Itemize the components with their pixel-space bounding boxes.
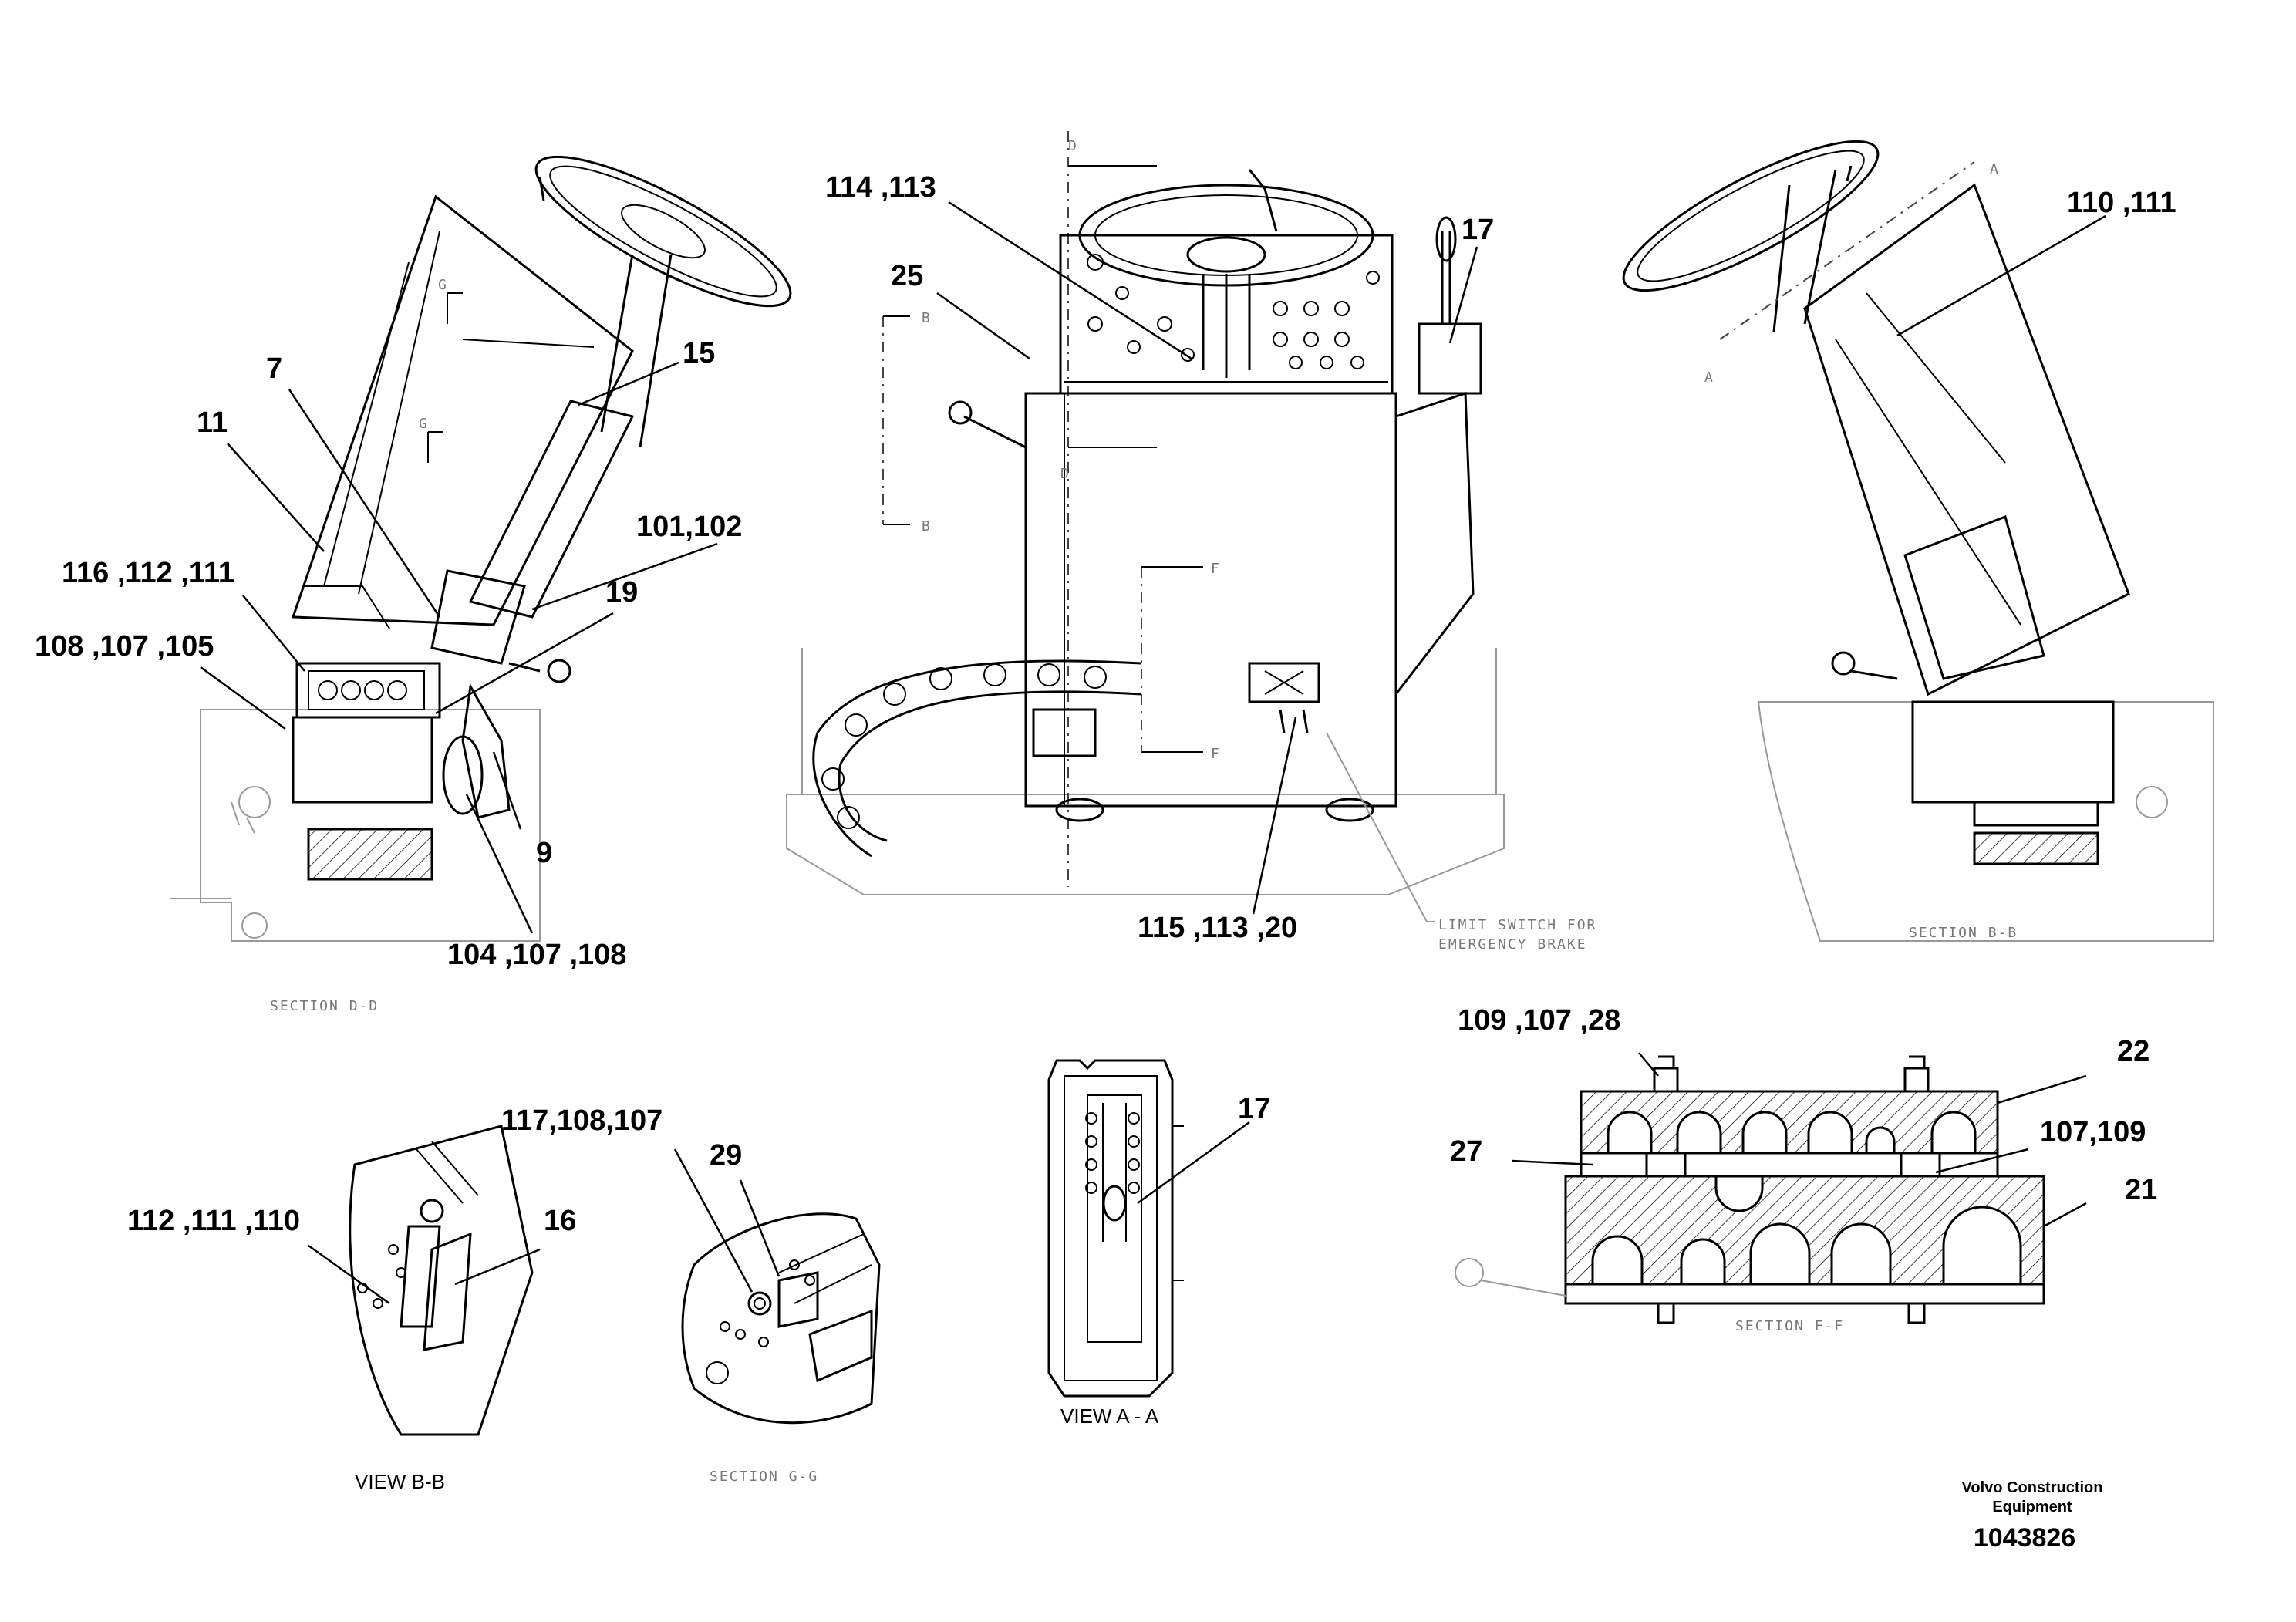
callout-27: 27 (1450, 1135, 1482, 1168)
section-gg-drawing (681, 1212, 881, 1425)
mark-f-bottom: F (1211, 746, 1221, 762)
callout-17-top: 17 (1462, 214, 1494, 246)
callout-114-113: 114 ,113 (825, 171, 936, 204)
section-dd-drawing (170, 155, 792, 942)
callout-16: 16 (544, 1205, 576, 1237)
mark-a-left: A (1704, 369, 1714, 386)
callout-117-108-107: 117,108,107 (501, 1104, 663, 1137)
limit-switch-note: LIMIT SWITCH FOR EMERGENCY BRAKE (1438, 917, 1596, 953)
callout-116-112-111: 116 ,112 ,111 (62, 557, 234, 589)
section-bb-drawing (1622, 140, 2214, 942)
view-titles: SECTION D-D SECTION B-B SECTION G-G SECT… (270, 925, 2018, 1493)
callout-25: 25 (891, 260, 923, 292)
brand-line-2: Equipment (1992, 1499, 2072, 1516)
callout-15: 15 (683, 337, 715, 369)
view-bb-drawing (349, 1125, 534, 1436)
mark-f-top: F (1211, 561, 1221, 577)
callout-29: 29 (710, 1139, 742, 1172)
callout-11: 11 (197, 406, 228, 439)
section-ff-drawing (1455, 1055, 2045, 1324)
note-line-2: EMERGENCY BRAKE (1438, 936, 1587, 953)
leader-lines (200, 201, 2106, 1305)
callout-17-view: 17 (1238, 1093, 1270, 1125)
brand-line-1: Volvo Construction (1962, 1479, 2103, 1496)
mark-a-right: A (1990, 161, 2000, 177)
callout-115-113-20: 115 ,113 ,20 (1138, 912, 1297, 944)
mark-b-top: B (922, 310, 932, 326)
callout-9: 9 (536, 837, 552, 869)
mark-g-top: G (438, 277, 448, 293)
callout-110-111: 110 ,111 (2067, 187, 2176, 219)
mark-g-bottom: G (419, 416, 429, 432)
callout-107-109: 107,109 (2040, 1116, 2146, 1148)
callout-22: 22 (2117, 1035, 2149, 1067)
title-section-gg: SECTION G-G (710, 1469, 818, 1485)
callout-7: 7 (266, 352, 282, 385)
drawing-number: 1043826 (1974, 1523, 2075, 1553)
title-section-dd: SECTION D-D (270, 998, 379, 1014)
view-aa-drawing (1047, 1059, 1184, 1398)
front-view-drawing (786, 131, 1505, 922)
title-view-bb: VIEW B-B (355, 1470, 445, 1493)
callout-21: 21 (2125, 1174, 2157, 1206)
title-block: Volvo Construction Equipment 1043826 (1962, 1479, 2103, 1553)
cable-chain (812, 659, 1142, 858)
section-marks: D D B B F F G G A A (419, 138, 2000, 762)
title-view-aa: VIEW A - A (1060, 1404, 1159, 1428)
mark-b-bottom: B (922, 518, 932, 534)
plate-holes (1087, 254, 1380, 369)
mark-d-top: D (1068, 138, 1078, 154)
callout-101-102: 101,102 (636, 511, 742, 543)
callout-19: 19 (605, 576, 638, 609)
title-section-bb: SECTION B-B (1909, 925, 2018, 941)
callout-112-111-110: 112 ,111 ,110 (127, 1205, 300, 1237)
note-line-1: LIMIT SWITCH FOR (1438, 917, 1596, 933)
mark-d-bottom: D (1060, 466, 1070, 482)
callout-108-107-105: 108 ,107 ,105 (35, 630, 214, 663)
callout-109-107-28: 109 ,107 ,28 (1458, 1004, 1620, 1037)
callout-104-107-108: 104 ,107 ,108 (447, 939, 626, 971)
callout-labels: 114 ,113 25 17 110 ,111 7 15 11 101,102 … (35, 171, 2176, 1237)
title-section-ff: SECTION F-F (1735, 1318, 1844, 1334)
